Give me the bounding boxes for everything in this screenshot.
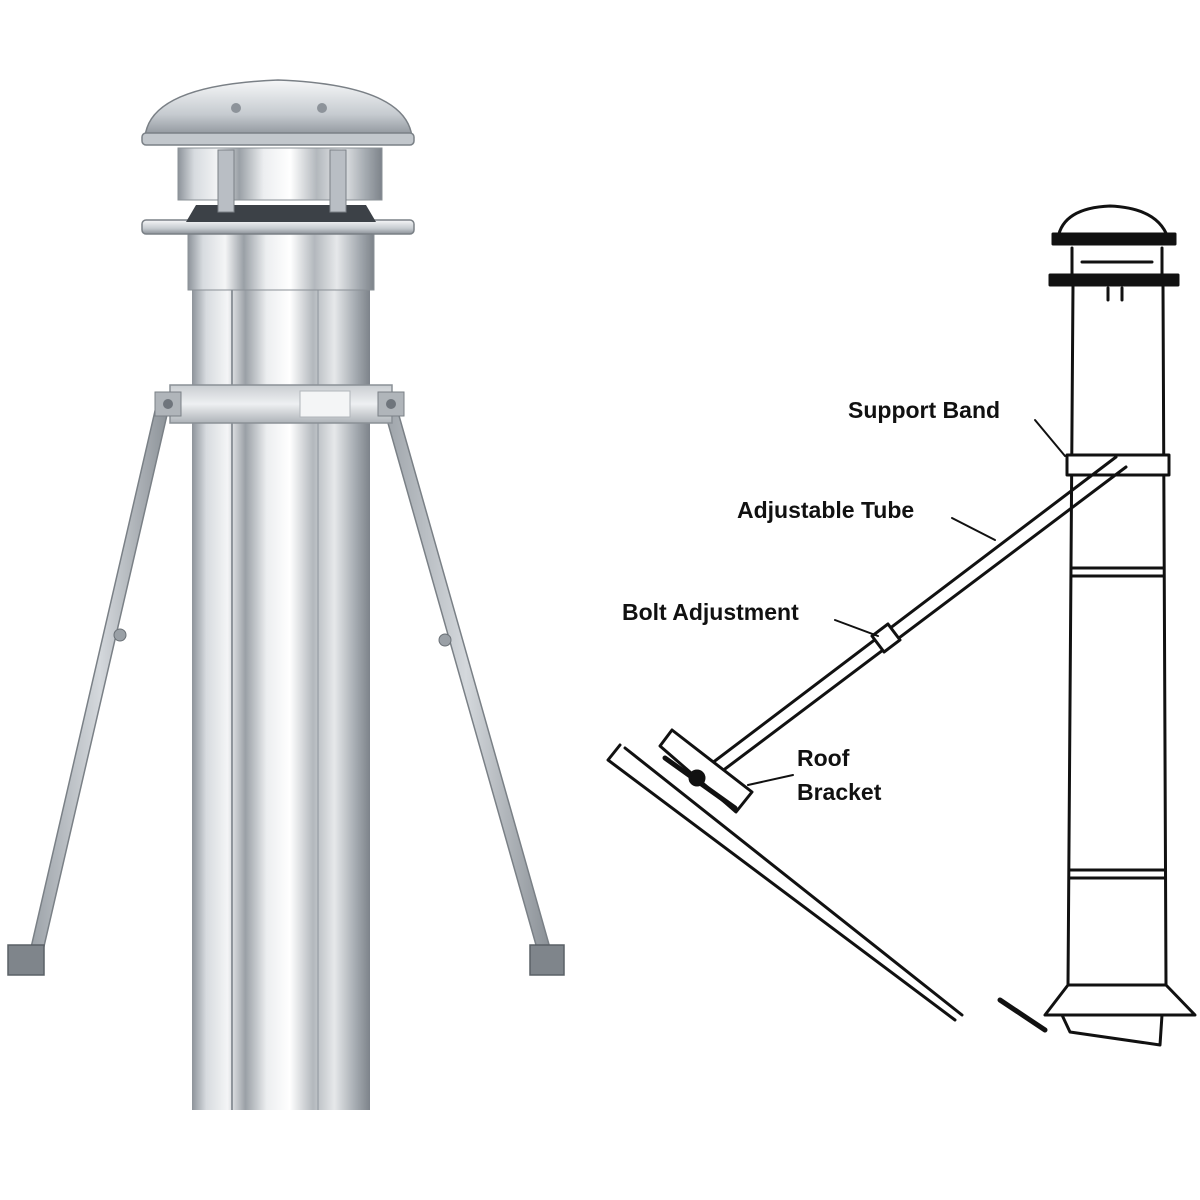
label-roof-bracket-line2: Bracket <box>797 779 882 805</box>
diagram-support-band <box>1065 453 1171 477</box>
left-brace-leg <box>7 397 171 976</box>
label-bolt-adjustment: Bolt Adjustment <box>622 599 799 625</box>
label-roof-bracket-line1: Roof <box>797 745 850 771</box>
diagram-chimney-pipe <box>1043 283 1197 1047</box>
roof-line <box>606 743 1048 1033</box>
rain-cap-photo <box>141 79 415 235</box>
callout-leaders <box>747 419 1066 786</box>
left-foot-bracket <box>7 944 45 976</box>
label-support-band: Support Band <box>848 397 1000 423</box>
diagram-adjustable-tube <box>693 455 1128 786</box>
product-photo <box>7 79 565 1110</box>
right-brace-leg <box>381 397 565 976</box>
support-band-photo <box>154 384 405 424</box>
chimney-pipe <box>192 235 370 1110</box>
diagram-roof-bracket <box>658 728 754 814</box>
installation-diagram <box>606 204 1197 1047</box>
pipe-collar <box>187 229 375 291</box>
label-adjustable-tube: Adjustable Tube <box>737 497 914 523</box>
right-foot-bracket <box>529 944 565 976</box>
diagram-rain-cap <box>1048 204 1180 302</box>
